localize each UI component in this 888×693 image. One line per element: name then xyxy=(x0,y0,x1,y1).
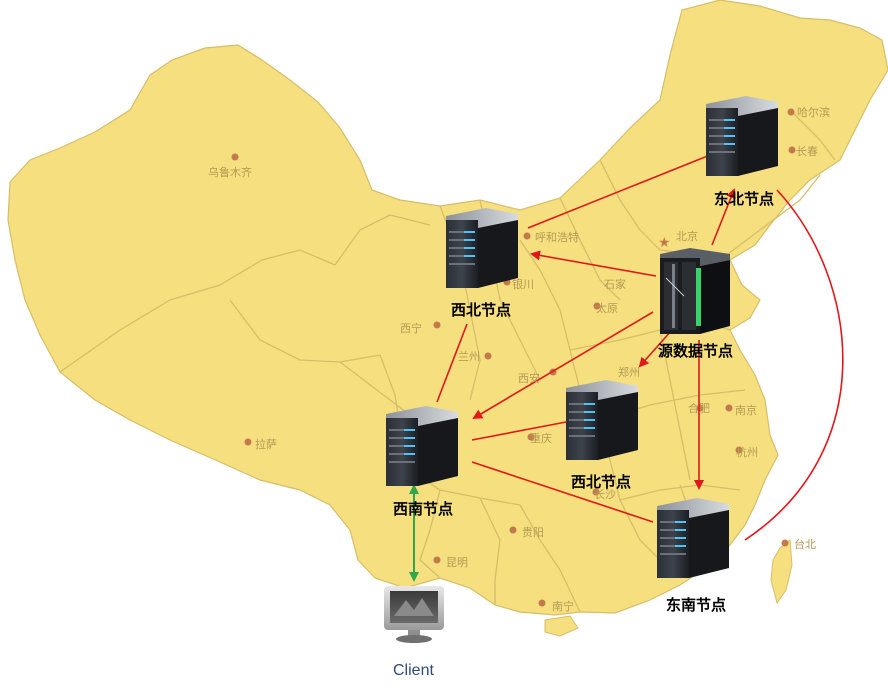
node-label-northwest: 西北节点 xyxy=(451,301,512,319)
link-central-to-southwest xyxy=(471,421,567,441)
capital-star-icon: ★ xyxy=(658,235,671,251)
city-label: 兰州 xyxy=(458,350,480,363)
city-label: 石家 xyxy=(604,278,626,291)
arrow-source-to-northwest xyxy=(530,250,657,277)
city-label: 西宁 xyxy=(400,322,422,335)
link-northeast-to-southeast-curve xyxy=(744,189,844,541)
node-label-southwest: 西南节点 xyxy=(393,500,454,518)
city-label: 合肥 xyxy=(688,402,710,415)
server-southeast-icon xyxy=(657,498,729,578)
client-label: Client xyxy=(393,662,434,679)
city-label: 台北 xyxy=(794,538,816,551)
node-label-northeast: 东北节点 xyxy=(714,190,775,208)
city-label: 太原 xyxy=(596,302,618,315)
connections xyxy=(409,154,844,582)
city-label: 重庆 xyxy=(530,432,552,445)
server-central-icon xyxy=(566,380,638,460)
city-label: 北京 xyxy=(676,230,698,243)
city-label: 南京 xyxy=(735,404,757,417)
city-label: 杭州 xyxy=(736,446,758,459)
arrow-source-to-southwest xyxy=(472,311,654,420)
city-label: 银川 xyxy=(512,278,534,291)
city-label: 长沙 xyxy=(594,488,616,501)
client-monitor-icon xyxy=(384,586,444,643)
city-label: 南宁 xyxy=(552,600,574,613)
server-southwest-icon xyxy=(386,406,458,486)
arrow-source-to-central xyxy=(638,329,673,368)
city-label: 郑州 xyxy=(618,366,640,379)
city-label: 拉萨 xyxy=(255,438,277,451)
node-label-southeast: 东南节点 xyxy=(666,596,727,614)
server-northwest-icon xyxy=(446,208,518,288)
node-label-source: 源数据节点 xyxy=(658,342,734,360)
china-map xyxy=(7,0,888,637)
source-rack-server-icon xyxy=(660,248,730,334)
city-label: 昆明 xyxy=(446,556,468,569)
city-label: 哈尔滨 xyxy=(797,106,830,119)
city-label: 长春 xyxy=(796,145,818,158)
link-northwest-to-southwest xyxy=(436,323,468,403)
link-southwest-to-southeast xyxy=(471,461,654,523)
city-label: 西安 xyxy=(518,372,540,385)
city-label: 呼和浩特 xyxy=(535,231,579,244)
arrow-source-to-northeast xyxy=(711,188,736,246)
server-northeast-icon xyxy=(706,96,778,176)
node-label-central: 西北节点 xyxy=(571,473,632,491)
city-label: 贵阳 xyxy=(522,526,544,539)
city-label: 乌鲁木齐 xyxy=(208,166,252,179)
link-northeast-to-northwest xyxy=(527,154,711,229)
